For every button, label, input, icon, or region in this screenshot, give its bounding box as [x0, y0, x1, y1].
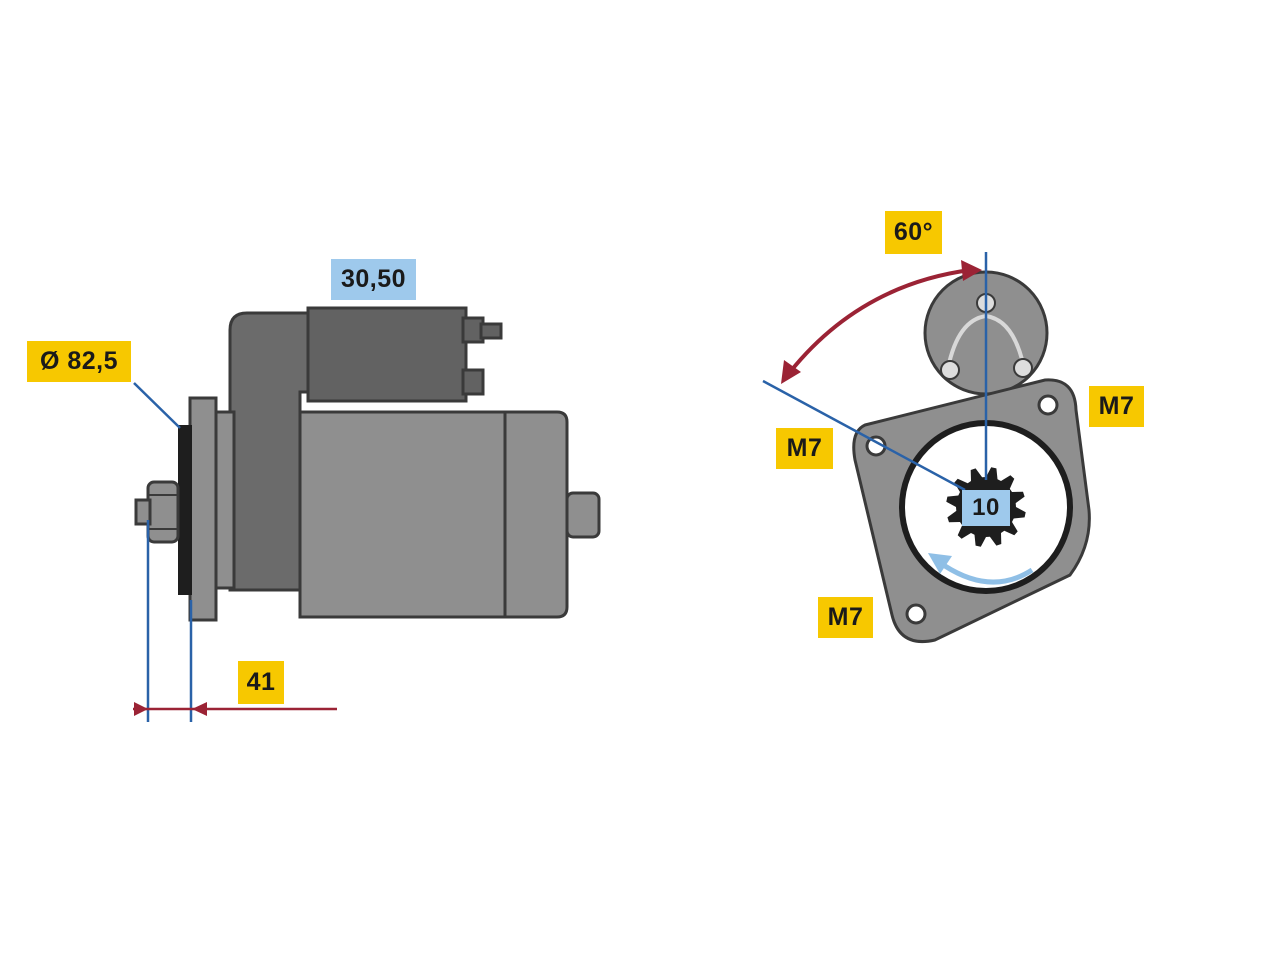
offset-arrow-left: [134, 702, 148, 716]
diameter-leader: [133, 382, 181, 429]
angle-label: 60°: [885, 211, 942, 254]
angled-axis-line: [762, 379, 966, 492]
teeth-count-label: 10: [962, 490, 1010, 526]
offset-arrow-right: [192, 702, 207, 716]
bolt-label-bottom: M7: [818, 597, 873, 638]
solenoid-terminal-3: [1013, 358, 1033, 378]
drive-end-housing: [214, 410, 236, 590]
angle-arc: [788, 268, 971, 374]
mounting-flange: [188, 396, 218, 622]
bolt-hole-right: [1037, 394, 1059, 416]
solenoid-terminal-bottom: [461, 368, 485, 396]
solenoid-stud-top: [479, 322, 503, 340]
bolt-label-left: M7: [776, 428, 833, 469]
rotation-arrow: [943, 563, 1034, 585]
shaft-tip: [134, 498, 152, 526]
end-cap: [503, 410, 569, 619]
rotation-arrow-head: [928, 553, 952, 574]
bolt-label-right: M7: [1089, 386, 1144, 427]
solenoid-terminal-2: [940, 360, 960, 380]
angle-arrow-bottom: [781, 360, 801, 384]
angle-arrow-top: [961, 260, 982, 281]
side-view: [133, 306, 601, 722]
diameter-label: Ø 82,5: [27, 341, 131, 382]
length-label: 30,50: [331, 259, 416, 300]
motor-housing: [298, 410, 507, 619]
bolt-hole-bottom: [905, 603, 927, 625]
flange-seal: [178, 425, 192, 595]
offset-label: 41: [238, 661, 284, 704]
pinion-gear: [146, 480, 180, 544]
solenoid-body: [306, 306, 468, 403]
rear-stub: [565, 491, 601, 539]
